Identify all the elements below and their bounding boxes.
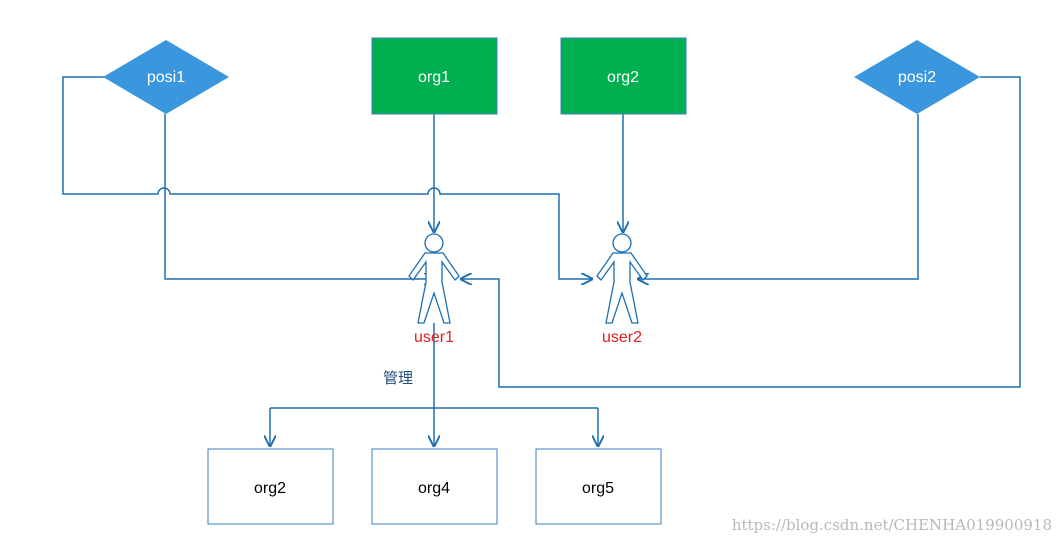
user1-actor[interactable]	[408, 233, 460, 324]
edge-posi1-user2	[62, 76, 592, 279]
user1-person-icon	[408, 233, 460, 324]
posi2-label: posi2	[898, 69, 936, 86]
posi1-label: posi1	[147, 69, 185, 86]
org5-label: org5	[582, 480, 614, 497]
manage-edge-label: 管理	[383, 369, 413, 387]
posi1-diamond	[103, 40, 229, 114]
connectors	[62, 76, 1021, 446]
edge-posi2-user2	[638, 114, 919, 279]
org2-bottom-label: org2	[254, 480, 286, 497]
user2-person-icon	[596, 233, 648, 324]
org1-label: org1	[418, 69, 450, 86]
org2-top-box	[560, 37, 687, 115]
user2-actor[interactable]	[596, 233, 648, 324]
org1-box	[371, 37, 498, 115]
user2-label: user2	[602, 329, 642, 346]
posi2-node[interactable]: posi2	[854, 40, 980, 114]
edge-posi1-user1	[164, 114, 435, 279]
org2-bottom-node[interactable]: org2	[207, 448, 334, 525]
posi1-node[interactable]: posi1	[103, 40, 229, 114]
org4-label: org4	[418, 480, 450, 497]
org4-node[interactable]: org4	[371, 448, 498, 525]
edge-posi2-user1	[461, 76, 1021, 388]
org2-top-label: org2	[607, 69, 639, 86]
org2-bottom-box	[207, 448, 334, 525]
org5-box	[535, 448, 662, 525]
org1-node[interactable]: org1	[371, 37, 498, 115]
org2-top-node[interactable]: org2	[560, 37, 687, 115]
user1-label: user1	[414, 329, 454, 346]
org4-box	[371, 448, 498, 525]
org5-node[interactable]: org5	[535, 448, 662, 525]
posi2-diamond	[854, 40, 980, 114]
watermark: https://blog.csdn.net/CHENHA019900918	[732, 516, 1052, 534]
